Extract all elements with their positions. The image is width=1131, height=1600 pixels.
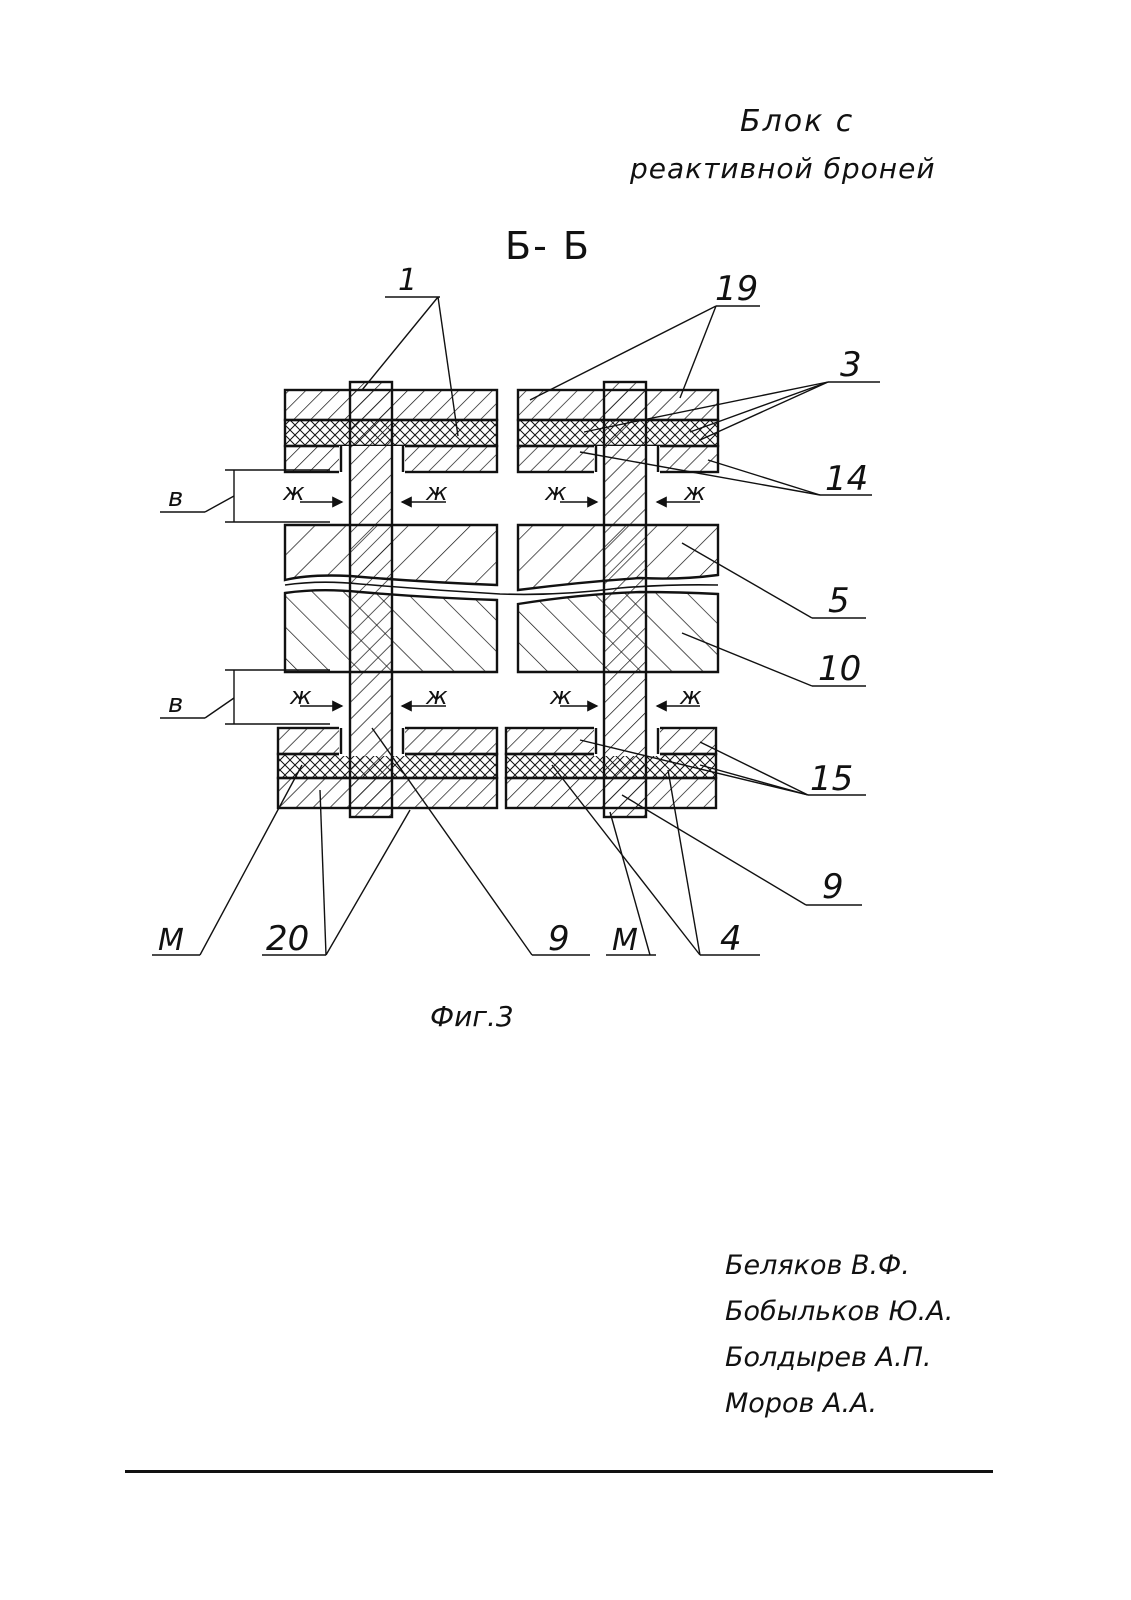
rod-right <box>602 380 648 819</box>
bottom-rule <box>125 1470 993 1473</box>
author-name: Бобыльков Ю.А. <box>725 1296 954 1327</box>
label-zh: ж <box>683 478 706 506</box>
author-name: Моров А.А. <box>725 1388 878 1419</box>
label-zh: ж <box>282 478 305 506</box>
gap-arrows <box>300 496 700 712</box>
label-20: 20 <box>266 919 309 959</box>
label-9-right: 9 <box>822 867 844 907</box>
rod-left <box>348 380 394 819</box>
dimension-b-top <box>160 469 330 523</box>
label-5: 5 <box>828 581 850 621</box>
label-19: 19 <box>715 269 758 309</box>
label-m-right: М <box>612 923 638 958</box>
label-zh: ж <box>679 682 702 710</box>
section-label: Б- Б <box>505 224 591 268</box>
label-10: 10 <box>818 649 861 689</box>
title-line-1: Блок с <box>740 104 855 139</box>
label-b-top: в <box>168 483 183 513</box>
label-1: 1 <box>398 263 417 298</box>
dimension-b-bottom <box>160 669 330 725</box>
label-b-bottom: в <box>168 689 183 719</box>
label-9-middle: 9 <box>548 919 570 959</box>
label-15: 15 <box>810 759 853 799</box>
leader-lines <box>152 296 880 956</box>
figure-caption: Фиг.3 <box>430 1000 514 1033</box>
label-4: 4 <box>720 919 742 959</box>
author-name: Болдырев А.П. <box>725 1342 932 1373</box>
label-m-left: М <box>158 923 184 958</box>
label-zh: ж <box>425 682 448 710</box>
label-3: 3 <box>840 345 862 385</box>
label-14: 14 <box>825 459 868 499</box>
author-name: Беляков В.Ф. <box>725 1250 910 1281</box>
label-zh: ж <box>549 682 572 710</box>
label-zh: ж <box>544 478 567 506</box>
title-line-2: реактивной броней <box>630 152 936 185</box>
label-zh: ж <box>425 478 448 506</box>
label-zh: ж <box>289 682 312 710</box>
